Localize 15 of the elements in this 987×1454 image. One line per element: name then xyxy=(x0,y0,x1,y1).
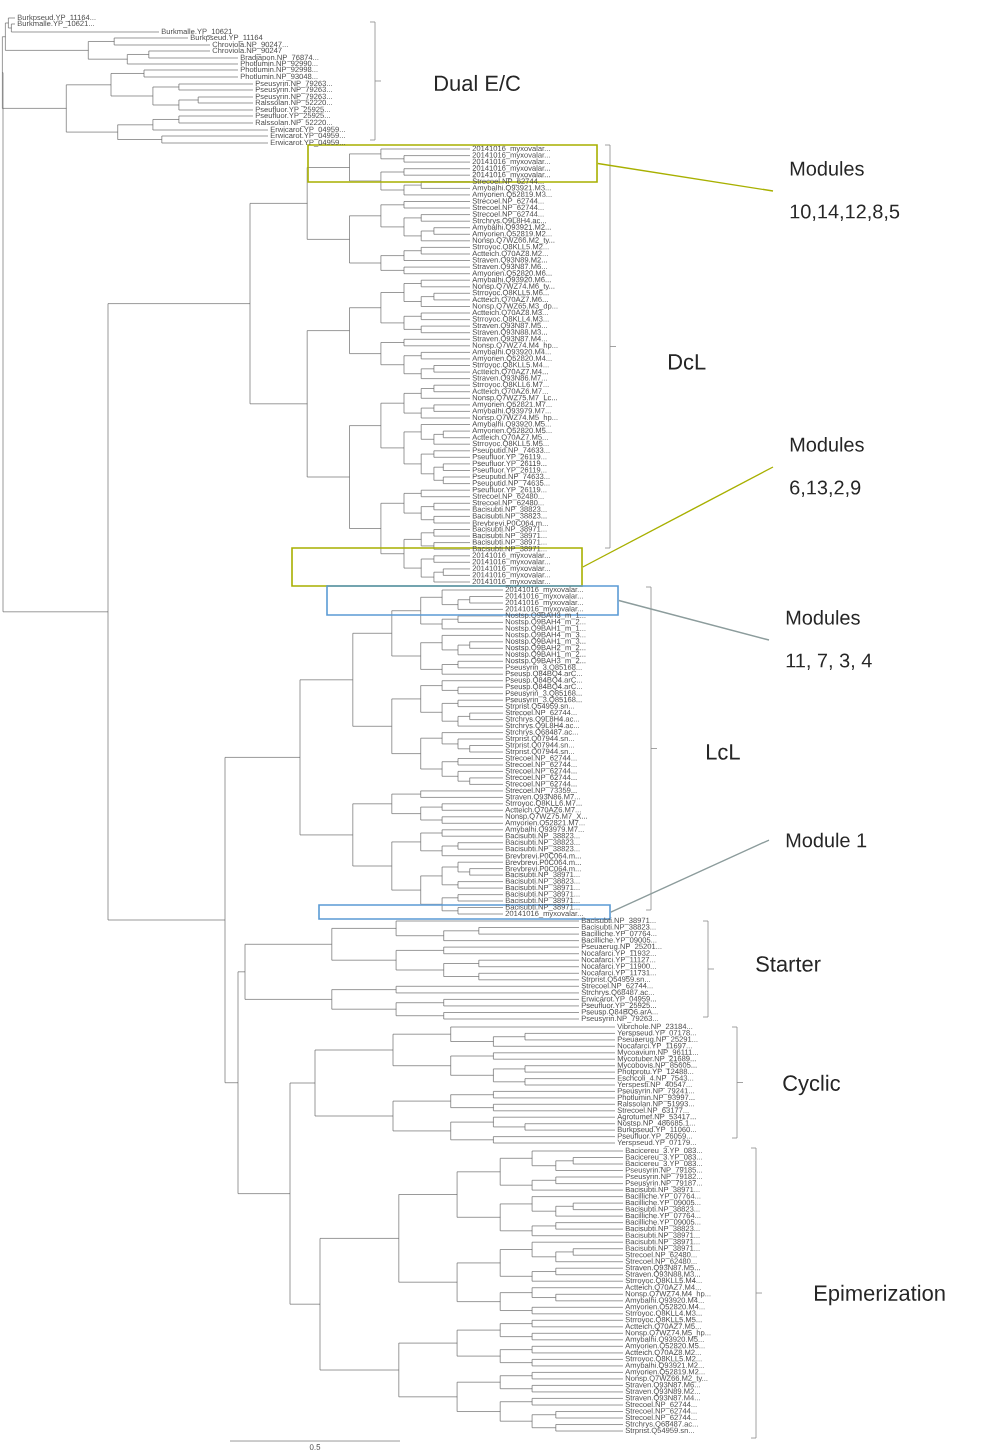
clade-label: Cyclic xyxy=(783,1074,841,1096)
clade-label: LcL xyxy=(707,744,740,760)
highlight-box xyxy=(291,547,583,587)
clade-label: Epimerization xyxy=(815,1284,945,1306)
clade-label: DcL xyxy=(669,354,706,370)
module-label: Modules 11, 7, 3, 4 xyxy=(786,610,872,670)
leader-line xyxy=(582,466,774,568)
module-label: Modules 10,14,12,8,5 xyxy=(790,161,900,221)
clade-label: Starter xyxy=(756,956,821,972)
module-label: Modules 6,13,2,9 xyxy=(790,437,864,497)
clade-label: Dual E/C xyxy=(435,74,521,92)
leader-line xyxy=(597,162,774,192)
module-label: Module 1 xyxy=(786,832,867,848)
leader-line xyxy=(618,599,770,641)
leader-line xyxy=(610,839,770,913)
